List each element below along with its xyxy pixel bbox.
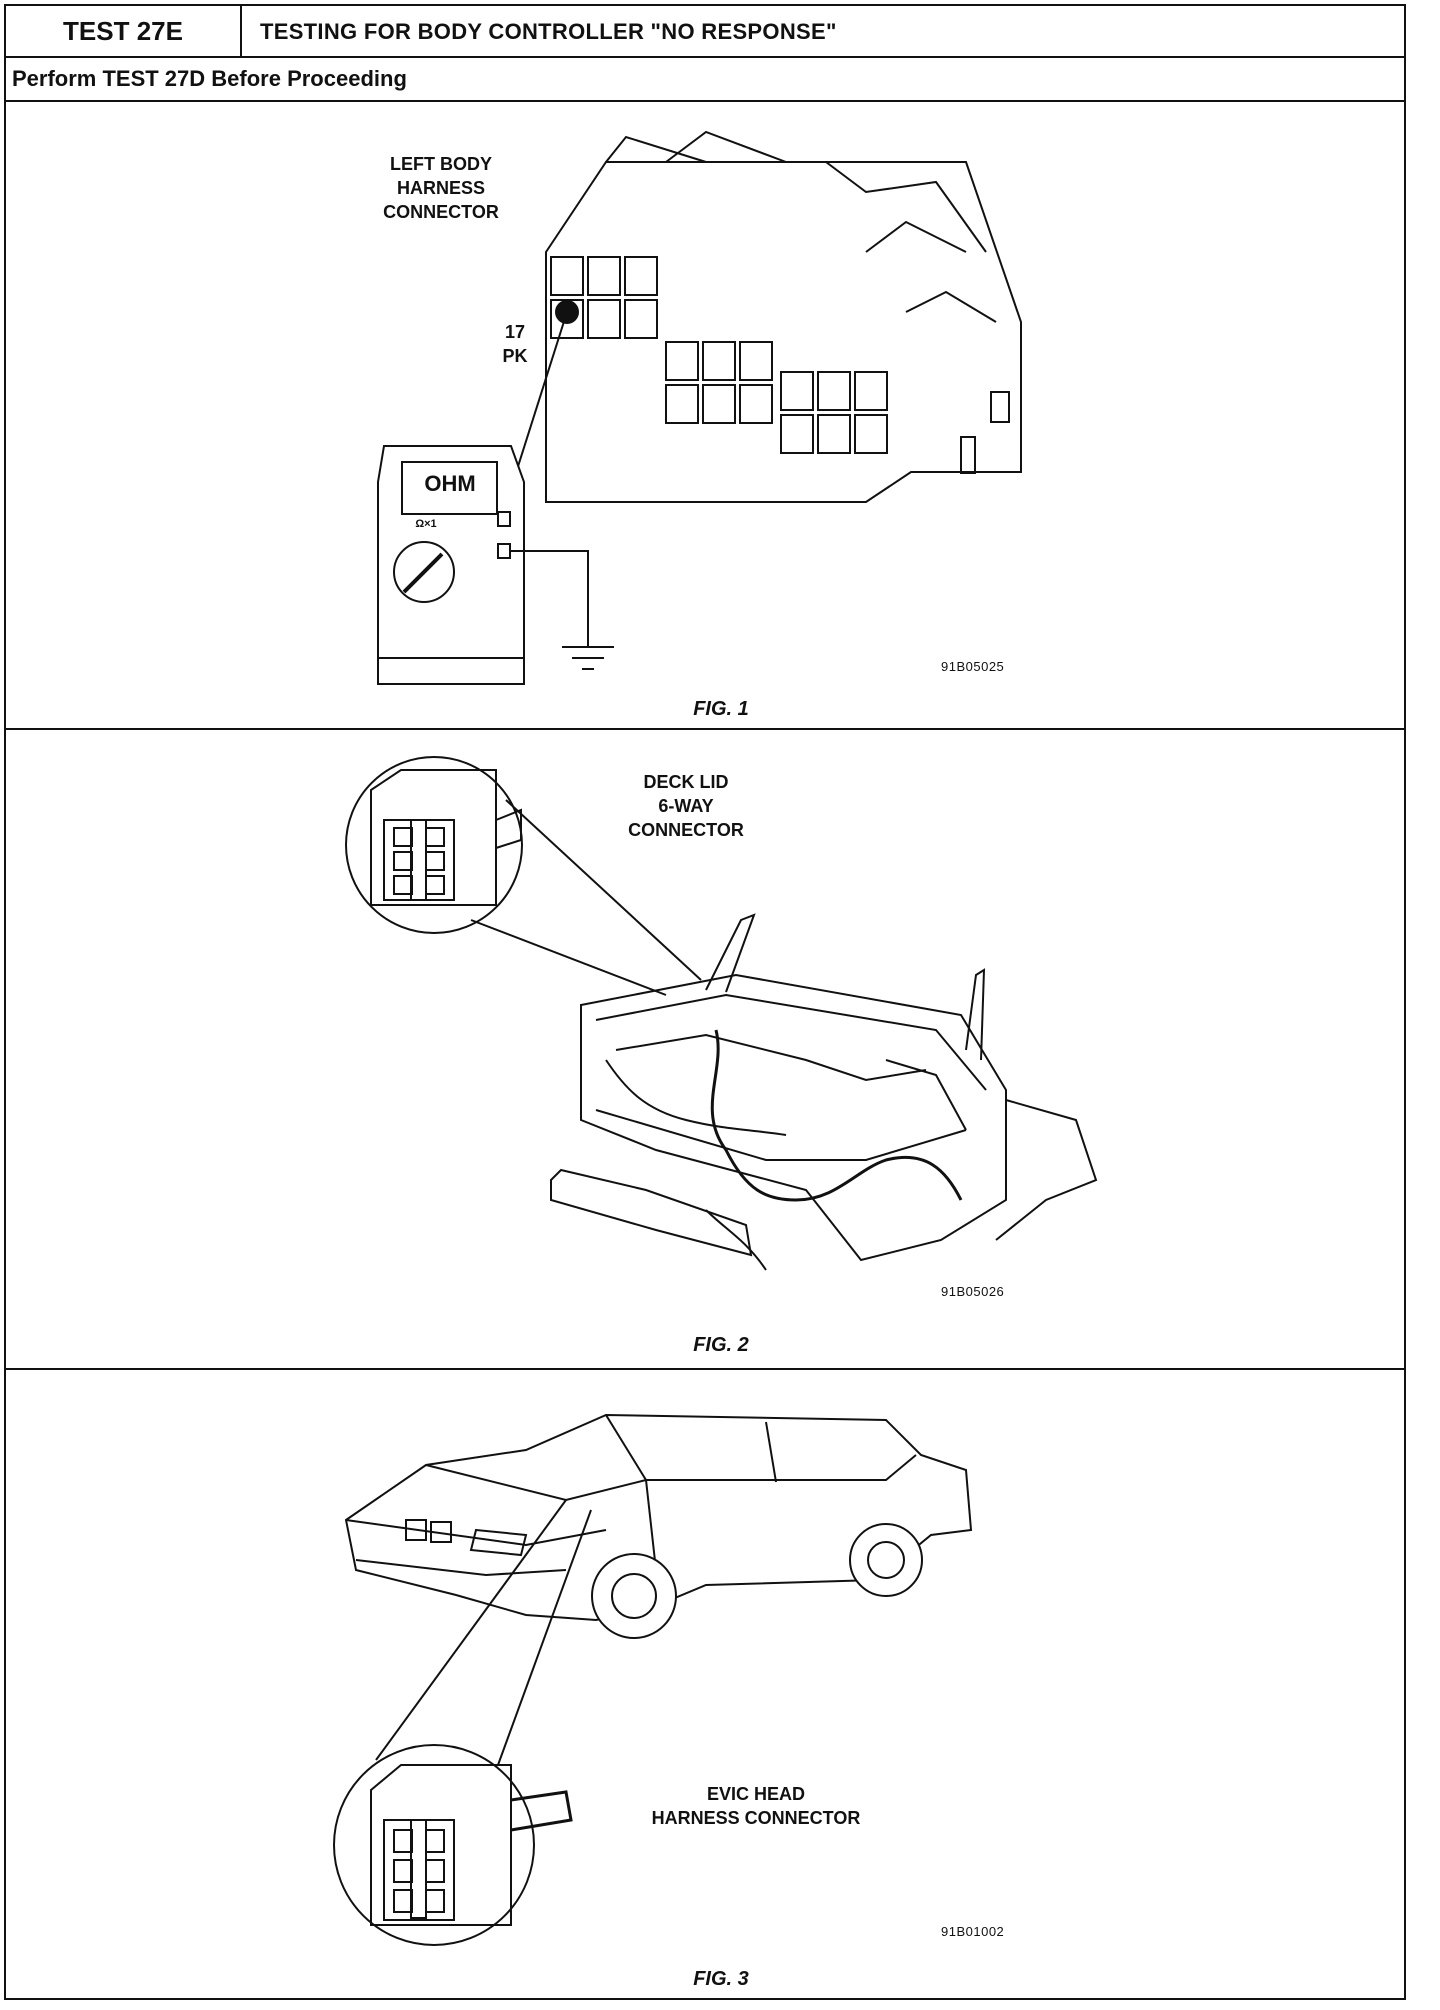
probe-wire-ground (510, 551, 588, 647)
harness-connector-body (546, 162, 1021, 502)
test-id: TEST 27E (6, 6, 242, 56)
figure-3-illustration (6, 1370, 1404, 1998)
car-body (346, 1415, 971, 1620)
test-title: TESTING FOR BODY CONTROLLER "NO RESPONSE… (260, 19, 837, 44)
prerequisite-note: Perform TEST 27D Before Proceeding (6, 58, 1404, 102)
figure-1-panel: LEFT BODY HARNESS CONNECTOR 17 PK OHM Ω×… (6, 102, 1404, 730)
connector-label: LEFT BODY HARNESS CONNECTOR (383, 154, 499, 222)
connector-label: EVIC HEAD HARNESS CONNECTOR (651, 1784, 861, 1828)
rear-bumper (551, 1170, 751, 1255)
meter-display: OHM (424, 471, 476, 496)
wiring-harness (712, 1030, 961, 1200)
figure-caption: FIG. 1 (693, 698, 749, 720)
figure-2-panel: DECK LID 6-WAY CONNECTOR 91B05026 FIG. 2 (6, 730, 1404, 1370)
evic-head-connector-icon (371, 1765, 571, 1925)
deck-lid-connector-icon (371, 770, 521, 905)
wire-label: 17 PK (502, 322, 528, 366)
connector-label: DECK LID 6-WAY CONNECTOR (628, 772, 744, 840)
ground-symbol-icon (562, 647, 614, 669)
connector-cavities (551, 257, 887, 453)
figure-reference-number: 91B01002 (941, 1924, 1005, 1939)
test-header: TEST 27E TESTING FOR BODY CONTROLLER "NO… (6, 6, 1404, 58)
front-wheel (592, 1554, 676, 1638)
test-sheet: TEST 27E TESTING FOR BODY CONTROLLER "NO… (4, 4, 1406, 2000)
pin-17-terminal (555, 300, 579, 324)
car-rear-body (581, 975, 1006, 1260)
figure-2-illustration (6, 730, 1404, 1368)
deck-lid (706, 915, 754, 992)
figure-caption: FIG. 3 (693, 1968, 749, 1990)
meter-range-label: Ω×1 (415, 518, 437, 530)
figure-3-panel: EVIC HEAD HARNESS CONNECTOR 91B01002 FIG… (6, 1370, 1404, 2000)
figure-reference-number: 91B05026 (941, 1284, 1005, 1299)
figure-reference-number: 91B05025 (941, 659, 1005, 674)
figure-1-illustration (6, 102, 1404, 728)
inset-circle (334, 1745, 534, 1945)
rear-wheel (850, 1524, 922, 1596)
figure-caption: FIG. 2 (693, 1334, 749, 1356)
